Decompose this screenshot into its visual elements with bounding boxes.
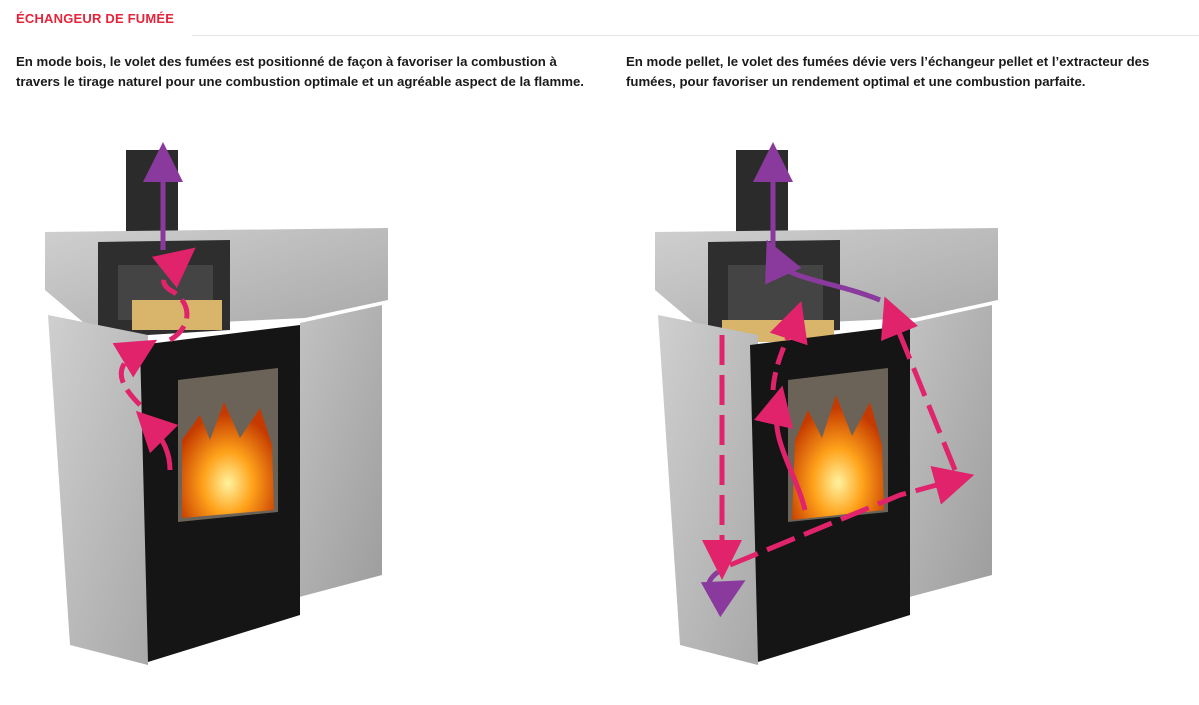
flue-arrow-1 bbox=[754, 385, 808, 511]
right-stone-panel bbox=[288, 305, 382, 600]
left-stone-panel bbox=[658, 315, 758, 665]
flue-arrow-3 bbox=[151, 247, 196, 343]
flue-arrow-6 bbox=[765, 239, 881, 303]
fire bbox=[182, 402, 274, 518]
wood-mode-description: En mode bois, le volet des fumées est po… bbox=[16, 54, 584, 89]
right-stone-panel bbox=[898, 305, 992, 600]
pellet-mode-description: En mode pellet, le volet des fumées dévi… bbox=[626, 54, 1150, 89]
flue-arrow-4 bbox=[729, 465, 975, 568]
flue-arrow-1 bbox=[135, 410, 179, 471]
extractor-loop-arrow bbox=[700, 569, 746, 618]
stove-wood-mode-illustration bbox=[45, 142, 388, 665]
stove-pellet-mode-illustration bbox=[655, 142, 998, 665]
left-stone-panel bbox=[48, 315, 148, 665]
section-title: ÉCHANGEUR DE FUMÉE bbox=[16, 11, 175, 26]
flue-arrow-2 bbox=[112, 339, 158, 407]
flue-arrow-5 bbox=[881, 296, 958, 471]
title-divider bbox=[192, 35, 1199, 36]
fire bbox=[792, 395, 884, 520]
flue-arrow-2 bbox=[769, 301, 808, 391]
